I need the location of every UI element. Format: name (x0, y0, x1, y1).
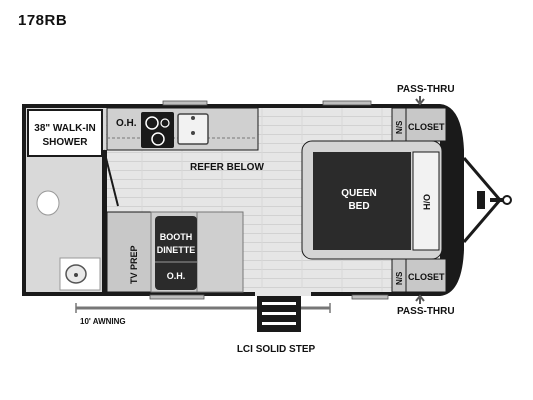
step-tread-1 (262, 302, 296, 305)
faucet-icon (191, 116, 195, 120)
closet-bottom (405, 258, 447, 293)
pass-thru-arrow-bottom (415, 294, 425, 304)
step-tread-2 (262, 312, 296, 315)
overhead-label-top: O.H. (116, 118, 137, 129)
hitch-coupler-icon (502, 195, 512, 205)
closet-label-top: CLOSET (408, 122, 445, 132)
jack-icon (477, 191, 485, 209)
closet-label-bottom: CLOSET (408, 272, 445, 282)
kitchen-sink-icon (177, 113, 209, 145)
overhead-headboard-cabinet (412, 151, 440, 251)
queen-bed-label-line1: QUEEN (341, 188, 377, 199)
tv-prep-cabinet (106, 211, 152, 293)
window-bottom-2 (351, 294, 389, 300)
model-title: 178RB (18, 12, 68, 29)
overhead-label-bottom: O.H. (167, 271, 186, 281)
tv-prep-label: TV PREP (129, 245, 139, 284)
nightstand-label-bottom: N/S (395, 271, 404, 285)
nightstand-label-top: N/S (395, 120, 404, 134)
awning-label: 10' AWNING (80, 317, 126, 326)
burner-icon (145, 116, 159, 130)
bathroom-door-swing (103, 149, 119, 207)
sink-drain-icon (74, 273, 78, 277)
booth-label-line2: DINETTE (157, 245, 196, 255)
window-top-2 (322, 100, 372, 106)
booth-label-line1: BOOTH (160, 232, 193, 242)
step-tread-3 (262, 322, 296, 325)
queen-bed-label-line2: BED (348, 201, 369, 212)
pass-thru-arrow-top (415, 96, 425, 106)
walk-in-shower (27, 109, 103, 157)
step-label: LCI SOLID STEP (237, 344, 316, 355)
headboard-overhead-label: H/O (422, 194, 432, 210)
kitchen-drain-icon (191, 131, 195, 135)
booth-dinette-table (155, 216, 197, 290)
pass-thru-label-bottom: PASS-THRU (397, 306, 455, 317)
refrigerator-label: REFER BELOW (190, 162, 264, 173)
shower-label-line2: SHOWER (43, 137, 89, 148)
pass-thru-label-top: PASS-THRU (397, 84, 455, 95)
shower-label-line1: 38" WALK-IN (34, 123, 95, 134)
burner-icon (151, 132, 165, 146)
entry-door (255, 288, 311, 296)
closet-top (405, 107, 447, 142)
toilet-icon (36, 190, 60, 216)
burner-icon (160, 118, 170, 128)
window-bottom-1 (149, 294, 205, 300)
bathroom-wall (102, 150, 107, 296)
window-top-1 (162, 100, 208, 106)
queen-bed (313, 152, 411, 250)
dinette-seat-right (196, 211, 244, 293)
